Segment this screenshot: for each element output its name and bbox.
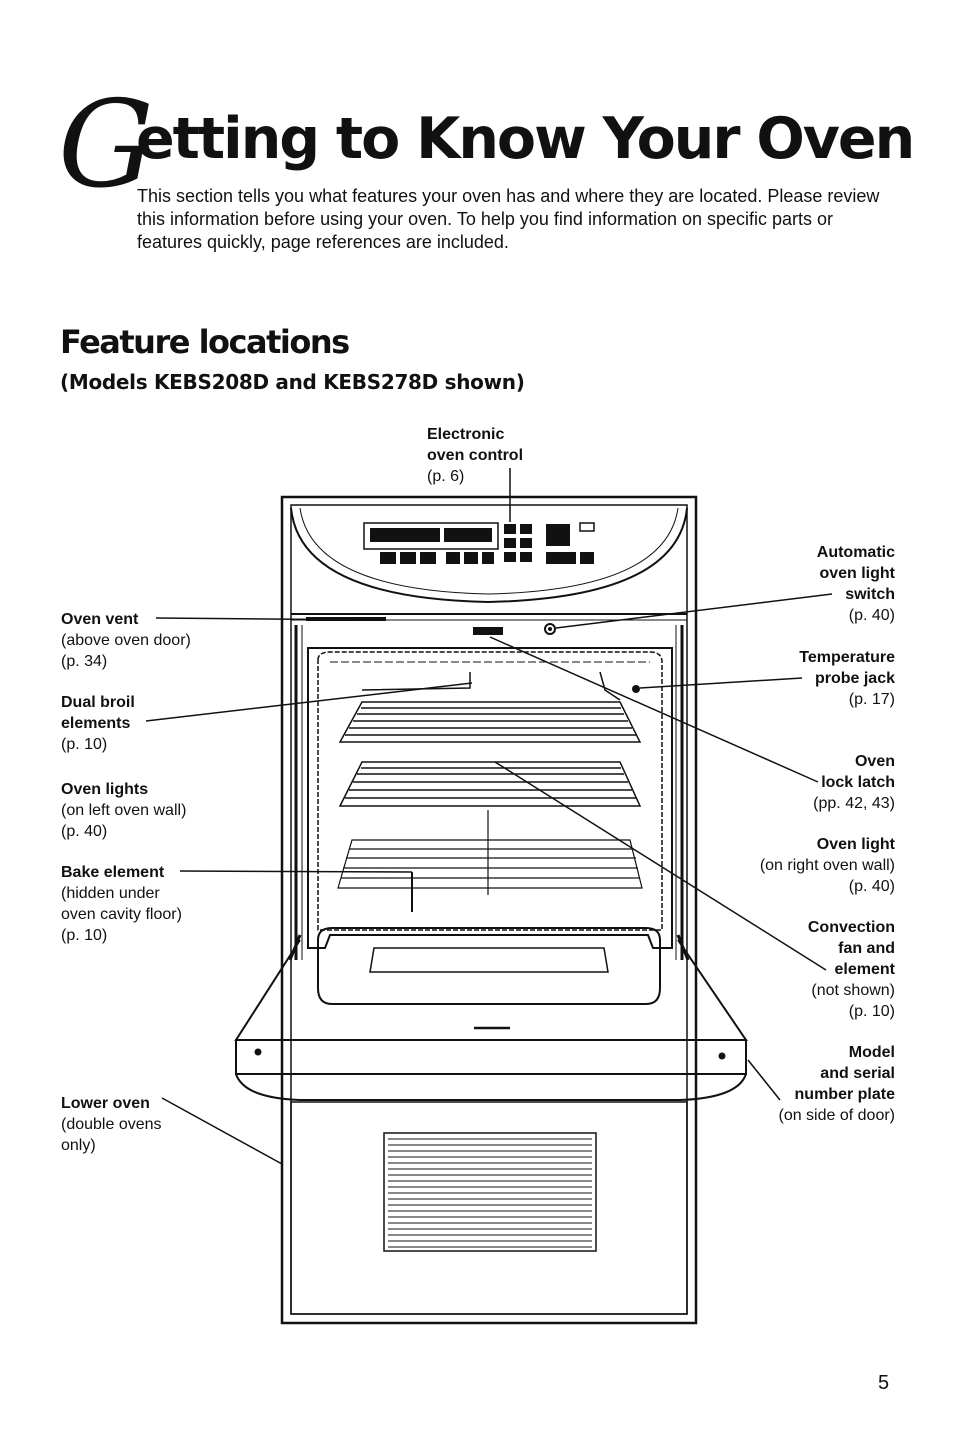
label-convection: Convection fan and element (not shown) (… xyxy=(808,917,895,1022)
label-convection-ref: (p. 10) xyxy=(848,1003,895,1020)
label-auto-light-line2: oven light xyxy=(819,565,895,582)
oven-rack-1 xyxy=(338,701,642,743)
label-model-plate-note: (on side of door) xyxy=(778,1107,895,1124)
label-oven-vent: Oven vent (above oven door) (p. 34) xyxy=(61,609,191,672)
label-lock-latch-line1: Oven xyxy=(854,753,895,770)
label-dual-broil-line2: elements xyxy=(61,715,131,732)
label-model-plate-line1: Model xyxy=(848,1044,895,1061)
page-title: etting to Know Your Oven xyxy=(136,106,915,172)
window-hatching xyxy=(388,1138,592,1248)
label-auto-light-switch: Automatic oven light switch (p. 40) xyxy=(817,542,895,626)
leader-lines xyxy=(145,468,833,1165)
control-panel xyxy=(290,507,688,604)
label-convection-line2: fan and xyxy=(838,940,895,957)
label-electronic-line2: oven control xyxy=(427,447,524,464)
label-model-plate-line2: and serial xyxy=(820,1065,895,1082)
label-oven-light-note: (on right oven wall) xyxy=(759,857,895,874)
label-temp-probe-line2: probe jack xyxy=(814,670,895,687)
label-dual-broil: Dual broil elements (p. 10) xyxy=(61,692,135,755)
label-convection-note: (not shown) xyxy=(811,982,895,999)
label-oven-light-ref: (p. 40) xyxy=(848,878,895,895)
oven-handle xyxy=(235,1073,747,1101)
section-subheading: (Models KEBS208D and KEBS278D shown) xyxy=(60,370,525,394)
label-convection-line1: Convection xyxy=(807,919,895,936)
oven-cavity xyxy=(307,647,673,949)
probe-jack xyxy=(632,685,640,693)
label-dual-broil-ref: (p. 10) xyxy=(61,736,108,753)
label-oven-vent-note: (above oven door) xyxy=(61,632,191,649)
lower-oven-door xyxy=(290,1101,688,1315)
label-dual-broil-line1: Dual broil xyxy=(61,694,135,711)
leader-dual-broil xyxy=(145,682,473,722)
label-lower-oven-name: Lower oven xyxy=(61,1095,150,1112)
label-oven-lights-ref: (p. 40) xyxy=(61,823,108,840)
label-lower-oven: Lower oven (double ovens only) xyxy=(61,1093,162,1156)
label-oven-vent-name: Oven vent xyxy=(61,611,139,628)
leader-lower-oven xyxy=(161,1097,283,1165)
label-oven-lights-name: Oven lights xyxy=(61,781,149,798)
label-oven-lights-note: (on left oven wall) xyxy=(61,802,187,819)
leader-model-plate xyxy=(747,1059,781,1101)
control-display xyxy=(363,522,595,564)
label-bake-element: Bake element (hidden under oven cavity f… xyxy=(61,862,182,946)
light-switch xyxy=(544,623,556,635)
oven-door-open xyxy=(317,927,661,1005)
label-auto-light-ref: (p. 40) xyxy=(848,607,895,624)
page-number: 5 xyxy=(878,1372,890,1394)
leader-temp-probe xyxy=(639,677,803,689)
label-lower-oven-note1: (double ovens xyxy=(61,1116,162,1133)
label-auto-light-line3: switch xyxy=(845,586,895,603)
label-oven-lights: Oven lights (on left oven wall) (p. 40) xyxy=(61,779,186,842)
label-electronic-oven-control: Electronic oven control (p. 6) xyxy=(427,424,523,487)
leader-convection xyxy=(494,761,827,971)
oven-rack-2 xyxy=(338,761,642,807)
label-model-plate: Model and serial number plate (on side o… xyxy=(778,1042,895,1126)
leader-light-switch xyxy=(555,593,833,629)
label-bake-element-name: Bake element xyxy=(61,864,165,881)
label-lower-oven-note2: only) xyxy=(61,1137,96,1154)
section-heading: Feature locations xyxy=(60,323,350,361)
lock-latch xyxy=(473,627,503,635)
label-electronic-ref: (p. 6) xyxy=(427,468,465,485)
label-electronic-line1: Electronic xyxy=(427,426,505,443)
label-auto-light-line1: Automatic xyxy=(816,544,895,561)
lower-oven-window xyxy=(383,1132,597,1252)
label-bake-element-note2: oven cavity floor) xyxy=(61,906,182,923)
label-oven-light-name: Oven light xyxy=(816,836,895,853)
broil-element xyxy=(361,671,621,701)
label-bake-element-note1: (hidden under xyxy=(61,885,160,902)
intro-paragraph: This section tells you what features you… xyxy=(137,186,880,252)
oven-rack-3 xyxy=(337,810,643,895)
label-model-plate-line3: number plate xyxy=(794,1086,895,1103)
label-convection-line3: element xyxy=(834,961,895,978)
oven-cabinet xyxy=(280,495,698,1325)
label-oven-vent-ref: (p. 34) xyxy=(61,653,108,670)
label-lock-latch: Oven lock latch (pp. 42, 43) xyxy=(813,751,895,814)
leader-lock-latch xyxy=(489,636,819,783)
door-front xyxy=(235,1039,747,1075)
label-bake-element-ref: (p. 10) xyxy=(61,927,108,944)
label-lock-latch-line2: lock latch xyxy=(821,774,895,791)
label-lock-latch-ref: (pp. 42, 43) xyxy=(813,795,895,812)
label-temp-probe-ref: (p. 17) xyxy=(848,691,895,708)
label-temp-probe-line1: Temperature xyxy=(799,649,895,666)
leader-bake-element xyxy=(179,870,413,873)
title-initial: G xyxy=(58,76,154,215)
label-oven-light: Oven light (on right oven wall) (p. 40) xyxy=(760,834,895,897)
leader-oven-vent xyxy=(155,617,387,621)
label-temp-probe: Temperature probe jack (p. 17) xyxy=(799,647,895,710)
